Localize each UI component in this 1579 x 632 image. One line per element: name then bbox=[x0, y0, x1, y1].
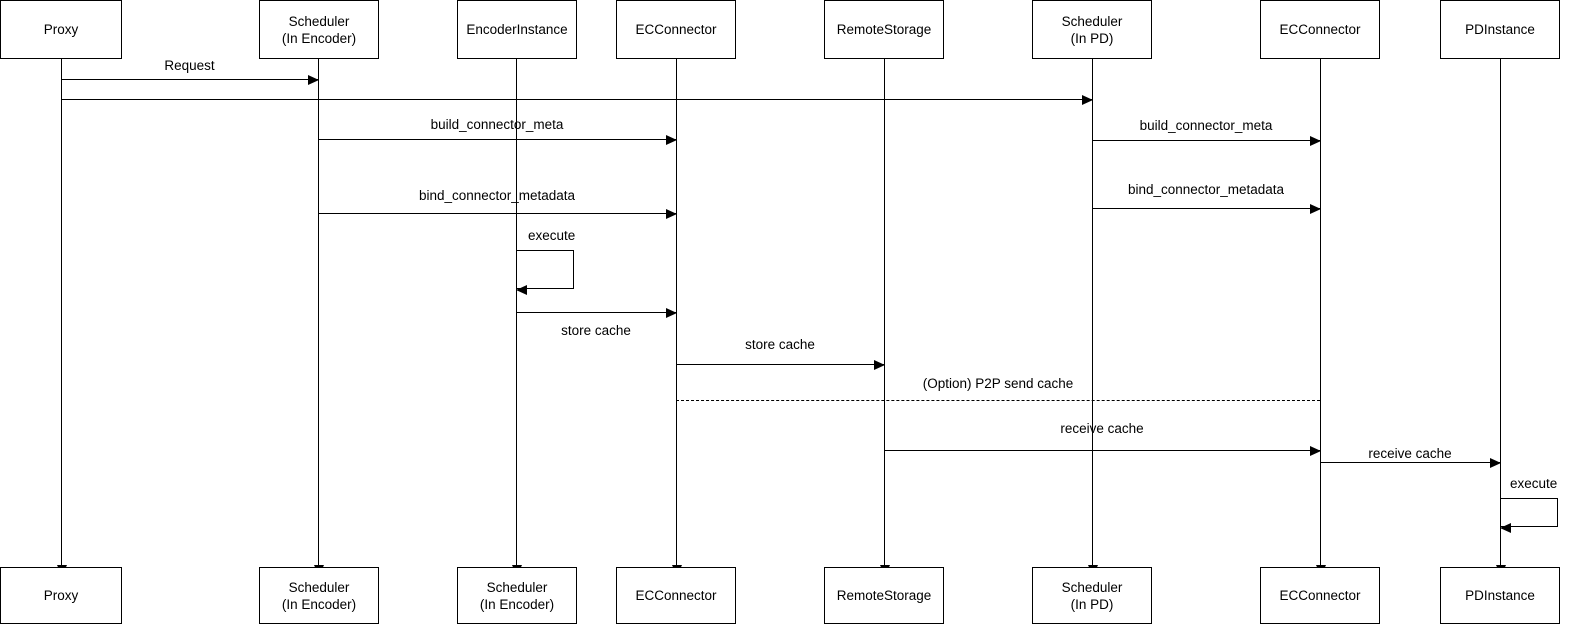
participant-bottom-sched_enc_b[interactable]: Scheduler(In Encoder) bbox=[259, 567, 379, 624]
message-label-m3: build_connector_meta bbox=[430, 117, 564, 132]
participant-top-proxy[interactable]: Proxy bbox=[0, 0, 122, 59]
participant-label-line1: RemoteStorage bbox=[836, 22, 932, 37]
message-arrow-m5 bbox=[666, 208, 677, 219]
message-line-m6 bbox=[1092, 208, 1320, 209]
message-label-m6: bind_connector_metadata bbox=[1127, 182, 1285, 197]
participant-label-line1: Scheduler bbox=[486, 579, 548, 595]
participant-label-line1: Proxy bbox=[43, 588, 79, 603]
lifeline-ecconn_b bbox=[1320, 59, 1321, 565]
participant-label-line1: Scheduler bbox=[288, 579, 350, 595]
self-message-loop-s2 bbox=[1500, 498, 1558, 527]
participant-label-line2: (In PD) bbox=[1070, 596, 1114, 612]
participant-bottom-ecconn_b_b[interactable]: ECConnector bbox=[1260, 567, 1380, 624]
participant-label-line1: RemoteStorage bbox=[836, 588, 932, 603]
message-line-m2 bbox=[61, 99, 1092, 100]
message-arrow-m2 bbox=[1082, 94, 1093, 105]
message-line-m10 bbox=[884, 450, 1320, 451]
message-label-m10: receive cache bbox=[1060, 421, 1144, 436]
message-label-m9: (Option) P2P send cache bbox=[922, 376, 1074, 391]
participant-top-ecconn_b[interactable]: ECConnector bbox=[1260, 0, 1380, 59]
message-line-m9 bbox=[676, 400, 1320, 401]
participant-label-line1: ECConnector bbox=[635, 22, 717, 37]
message-arrow-m3 bbox=[666, 134, 677, 145]
participant-bottom-proxy_b[interactable]: Proxy bbox=[0, 567, 122, 624]
participant-label-line1: Scheduler bbox=[288, 13, 350, 29]
message-arrow-m11 bbox=[1490, 457, 1501, 468]
participant-top-encoder_inst[interactable]: EncoderInstance bbox=[457, 0, 577, 59]
participant-bottom-sched_pd_b[interactable]: Scheduler(In PD) bbox=[1032, 567, 1152, 624]
message-label-m8: store cache bbox=[745, 337, 815, 352]
participant-bottom-sched_enc_b2[interactable]: Scheduler(In Encoder) bbox=[457, 567, 577, 624]
message-line-m1 bbox=[61, 79, 318, 80]
message-line-m11 bbox=[1320, 462, 1500, 463]
message-arrow-m7 bbox=[666, 307, 677, 318]
message-line-m7 bbox=[516, 312, 676, 313]
participant-label-line2: (In PD) bbox=[1070, 30, 1114, 46]
message-arrow-m4 bbox=[1310, 135, 1321, 146]
participant-label-line2: (In Encoder) bbox=[281, 30, 357, 46]
participant-label-line1: PDInstance bbox=[1465, 588, 1535, 603]
participant-label-line1: EncoderInstance bbox=[466, 22, 568, 37]
participant-label-line2: (In Encoder) bbox=[281, 596, 357, 612]
participant-top-remote_store[interactable]: RemoteStorage bbox=[824, 0, 944, 59]
participant-label-line1: PDInstance bbox=[1465, 22, 1535, 37]
self-message-loop-s1 bbox=[516, 250, 574, 289]
message-arrow-m1 bbox=[308, 74, 319, 85]
participant-label-line2: (In Encoder) bbox=[479, 596, 555, 612]
participant-bottom-remote_store_b[interactable]: RemoteStorage bbox=[824, 567, 944, 624]
participant-label-line1: ECConnector bbox=[1279, 22, 1361, 37]
participant-label-line1: Proxy bbox=[43, 22, 79, 37]
participant-bottom-pd_inst_b[interactable]: PDInstance bbox=[1440, 567, 1560, 624]
message-label-m7: store cache bbox=[561, 323, 631, 338]
message-arrow-m6 bbox=[1310, 203, 1321, 214]
participant-label-line1: ECConnector bbox=[635, 588, 717, 603]
self-message-arrow-s1 bbox=[516, 284, 527, 295]
participant-top-ecconn_a[interactable]: ECConnector bbox=[616, 0, 736, 59]
participant-bottom-ecconn_a_b[interactable]: ECConnector bbox=[616, 567, 736, 624]
message-label-m1: Request bbox=[164, 58, 215, 73]
participant-top-sched_enc[interactable]: Scheduler(In Encoder) bbox=[259, 0, 379, 59]
message-arrow-m8 bbox=[874, 359, 885, 370]
participant-label-line1: Scheduler bbox=[1061, 13, 1123, 29]
self-message-arrow-s2 bbox=[1500, 522, 1511, 533]
message-label-m11: receive cache bbox=[1368, 446, 1452, 461]
lifeline-pd_inst bbox=[1500, 59, 1501, 565]
self-message-label-s2: execute bbox=[1510, 476, 1558, 491]
message-line-m3 bbox=[318, 139, 676, 140]
lifeline-sched_pd bbox=[1092, 59, 1093, 565]
message-line-m8 bbox=[676, 364, 884, 365]
message-label-m5: bind_connector_metadata bbox=[418, 188, 576, 203]
message-line-m4 bbox=[1092, 140, 1320, 141]
message-line-m5 bbox=[318, 213, 676, 214]
lifeline-remote_store bbox=[884, 59, 885, 565]
message-label-m4: build_connector_meta bbox=[1139, 118, 1273, 133]
lifeline-proxy bbox=[61, 59, 62, 565]
lifeline-sched_enc bbox=[318, 59, 319, 565]
participant-label-line1: ECConnector bbox=[1279, 588, 1361, 603]
message-arrow-m10 bbox=[1310, 445, 1321, 456]
participant-label-line1: Scheduler bbox=[1061, 579, 1123, 595]
self-message-label-s1: execute bbox=[528, 228, 576, 243]
participant-top-pd_inst[interactable]: PDInstance bbox=[1440, 0, 1560, 59]
participant-top-sched_pd[interactable]: Scheduler(In PD) bbox=[1032, 0, 1152, 59]
